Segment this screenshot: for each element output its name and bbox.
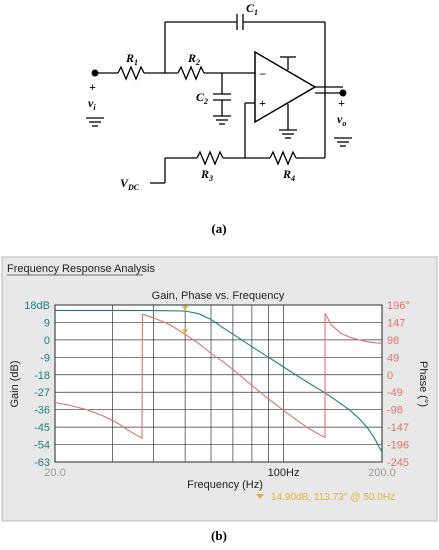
label-r4: R4 xyxy=(282,167,295,183)
y-axis-left: 18dB 9 0 -9 -18 -27 -36 -45 -54 -63 xyxy=(24,300,50,469)
y-left-tick-label: 0 xyxy=(44,335,50,347)
ground-input xyxy=(86,117,104,127)
ground-c2 xyxy=(213,115,231,125)
output-plus-label: + xyxy=(338,96,345,110)
y-left-tick-label: 9 xyxy=(44,317,50,329)
resistor-r3 xyxy=(196,150,224,166)
y-left-tick-label: -18 xyxy=(34,370,50,382)
marker-group xyxy=(182,306,189,335)
y-right-tick-label: 147 xyxy=(387,317,405,329)
plot-area xyxy=(54,304,383,463)
vdc-label: VDC xyxy=(120,176,140,192)
y-left-tick-label: -45 xyxy=(34,422,50,434)
y-left-tick-label: 18dB xyxy=(24,300,50,312)
ground-opamp xyxy=(279,129,297,139)
y-right-tick-label: -147 xyxy=(387,422,409,434)
resistor-r4 xyxy=(269,150,297,166)
resistor-r2 xyxy=(177,65,205,81)
x-tick-label: 20.0 xyxy=(44,467,65,479)
label-r3: R3 xyxy=(200,167,213,183)
y-axis-left-label: Gain (dB) xyxy=(9,360,21,407)
vout-label: vo xyxy=(337,112,346,128)
caption-b: (b) xyxy=(211,528,227,543)
resistor-r1 xyxy=(117,65,145,81)
y-right-tick-label: -196 xyxy=(387,440,409,452)
y-right-tick-label: -49 xyxy=(387,387,403,399)
x-axis-label: Frequency (Hz) xyxy=(187,479,263,491)
vin-label: vi xyxy=(88,96,96,112)
x-axis: 20.0 100Hz 200.0 xyxy=(44,467,395,479)
y-right-tick-label: -245 xyxy=(387,457,409,469)
y-left-tick-label: -9 xyxy=(40,352,50,364)
x-tick-label: 200.0 xyxy=(368,467,396,479)
label-r1: R1 xyxy=(125,51,138,67)
marker-triangle-icon xyxy=(256,494,264,499)
x-tick-label: 100Hz xyxy=(268,467,300,479)
capacitor-c1 xyxy=(236,14,244,30)
capacitor-c2 xyxy=(213,93,231,101)
opamp-plus-label: + xyxy=(259,96,266,110)
phase-marker xyxy=(182,329,189,335)
y-left-tick-label: -54 xyxy=(34,440,50,452)
grid xyxy=(55,304,382,463)
label-c2: C2 xyxy=(196,90,208,106)
gain-series-line xyxy=(55,309,382,453)
circuit-schematic xyxy=(86,14,352,184)
y-left-tick-label: -36 xyxy=(34,405,50,417)
y-left-tick-label: -27 xyxy=(34,387,50,399)
y-axis-right: 196° 147 98 49 0 -49 -98 -147 -196 -245 xyxy=(387,300,410,469)
chart-title: Gain, Phase vs. Frequency xyxy=(152,290,285,302)
y-right-tick-label: 196° xyxy=(387,300,410,312)
label-r2: R2 xyxy=(187,51,200,67)
y-right-tick-label: 98 xyxy=(387,335,399,347)
input-plus-label: + xyxy=(89,80,96,94)
opamp-minus-label: − xyxy=(259,67,266,81)
y-left-tick-label: -63 xyxy=(34,457,50,469)
y-right-tick-label: 0 xyxy=(387,370,393,382)
circuit-labels: + vi + vo − + VDC R1 R2 C1 C2 R3 R4 xyxy=(88,1,346,192)
y-right-tick-label: 49 xyxy=(387,352,399,364)
phase-series-line xyxy=(55,313,382,440)
caption-a: (a) xyxy=(211,221,226,236)
op-amp xyxy=(254,50,317,124)
y-axis-right-label: Phase (°) xyxy=(417,361,429,407)
y-right-tick-label: -98 xyxy=(387,405,403,417)
gain-marker xyxy=(182,306,189,312)
fra-panel-title: Frequency Response Analysis xyxy=(7,263,155,275)
label-c1: C1 xyxy=(246,1,258,17)
series-group xyxy=(55,309,382,453)
ground-output xyxy=(334,137,352,147)
marker-readout: 14.90dB, 113.73° @ 50.0Hz xyxy=(271,492,395,503)
